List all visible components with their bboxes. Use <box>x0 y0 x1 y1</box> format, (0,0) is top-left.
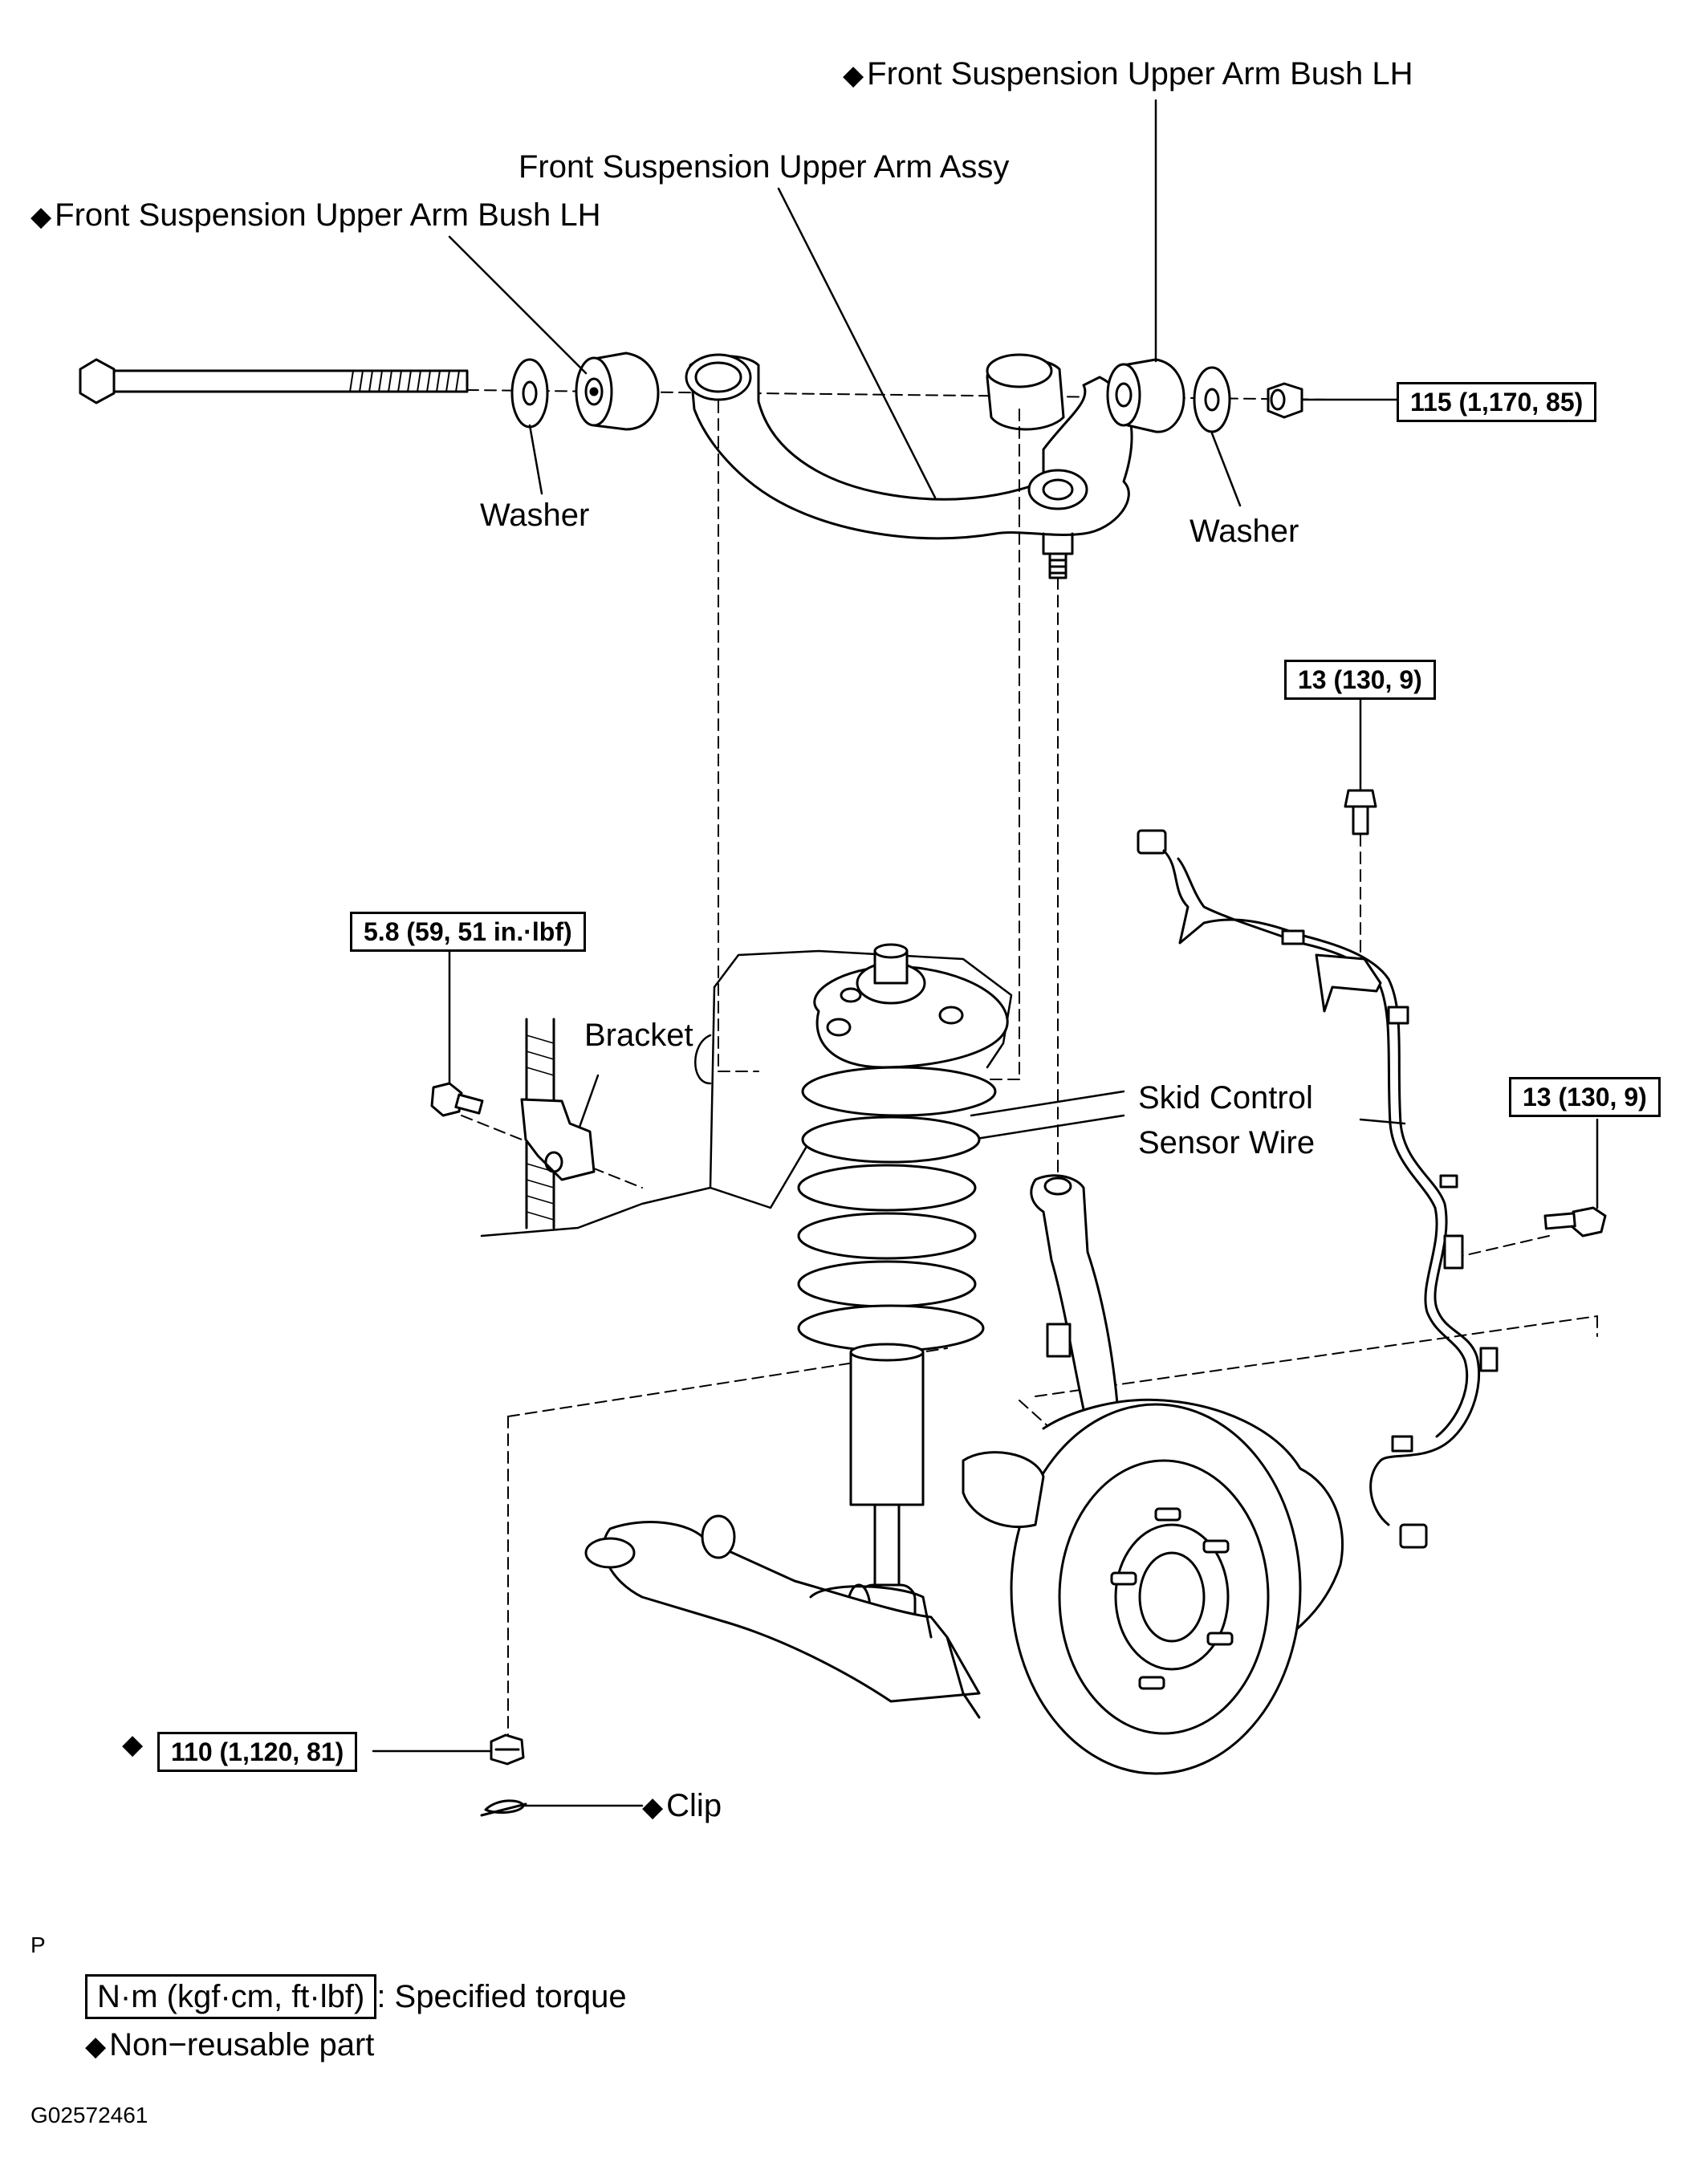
non-reusable-mark-lower: ◆ <box>122 1729 144 1760</box>
label-upper-arm-assy: Front Suspension Upper Arm Assy <box>518 149 1010 185</box>
frame-part <box>480 949 1125 1237</box>
sensor-bolt-right-part <box>1543 1206 1607 1237</box>
strut-assembly-part <box>797 943 1009 1635</box>
lower-arm-part <box>584 1514 981 1719</box>
legend-p-mark: P <box>31 1932 46 1957</box>
brake-disc-part <box>962 1398 1344 1775</box>
assembly-dashed-lines <box>461 400 1598 1746</box>
torque-lower-nut: 110 (1,120, 81) <box>157 1732 358 1772</box>
legend-torque-desc: : Specified torque <box>376 1979 627 2014</box>
label-bracket: Bracket <box>584 1018 693 1053</box>
upper-nut-part <box>1267 382 1303 419</box>
label-washer-left: Washer <box>480 498 590 533</box>
sensor-wire-part <box>1137 829 1499 1549</box>
washer-right-part <box>1193 366 1231 433</box>
torque-upper-nut: 115 (1,170, 85) <box>1397 382 1597 422</box>
sensor-bolt-top-part <box>1344 789 1377 835</box>
stabilizer-bar-part <box>520 1018 596 1229</box>
bracket-bolt-part <box>430 1082 484 1117</box>
legend-torque: N·m (kgf·cm, ft·lbf): Specified torque <box>85 1974 627 2019</box>
torque-sensor-bolt-top: 13 (130, 9) <box>1284 660 1436 700</box>
washer-left-part <box>510 358 549 429</box>
label-clip: Clip <box>642 1788 722 1825</box>
label-bush-lh-left: Front Suspension Upper Arm Bush LH <box>31 197 600 234</box>
lower-nut-part <box>490 1733 525 1766</box>
upper-arm-part <box>685 353 1133 579</box>
clip-part <box>480 1799 527 1817</box>
legend-torque-units: N·m (kgf·cm, ft·lbf) <box>85 1974 377 2019</box>
label-washer-right: Washer <box>1190 514 1299 549</box>
legend-non-reusable: Non−reusable part <box>85 2027 374 2064</box>
label-skid-control-line1: Skid Control <box>1138 1080 1313 1116</box>
torque-bracket-bolt: 5.8 (59, 51 in.·lbf) <box>350 912 586 952</box>
bush-right-part <box>1106 358 1185 433</box>
torque-sensor-bolt-right: 13 (130, 9) <box>1509 1077 1661 1117</box>
label-skid-control-line2: Sensor Wire <box>1138 1125 1316 1160</box>
figure-code: G02572461 <box>31 2103 148 2127</box>
bush-left-part <box>575 352 660 431</box>
leader-lines <box>372 99 1599 1807</box>
label-bush-lh-top: Front Suspension Upper Arm Bush LH <box>843 56 1413 93</box>
long-bolt <box>79 358 469 404</box>
